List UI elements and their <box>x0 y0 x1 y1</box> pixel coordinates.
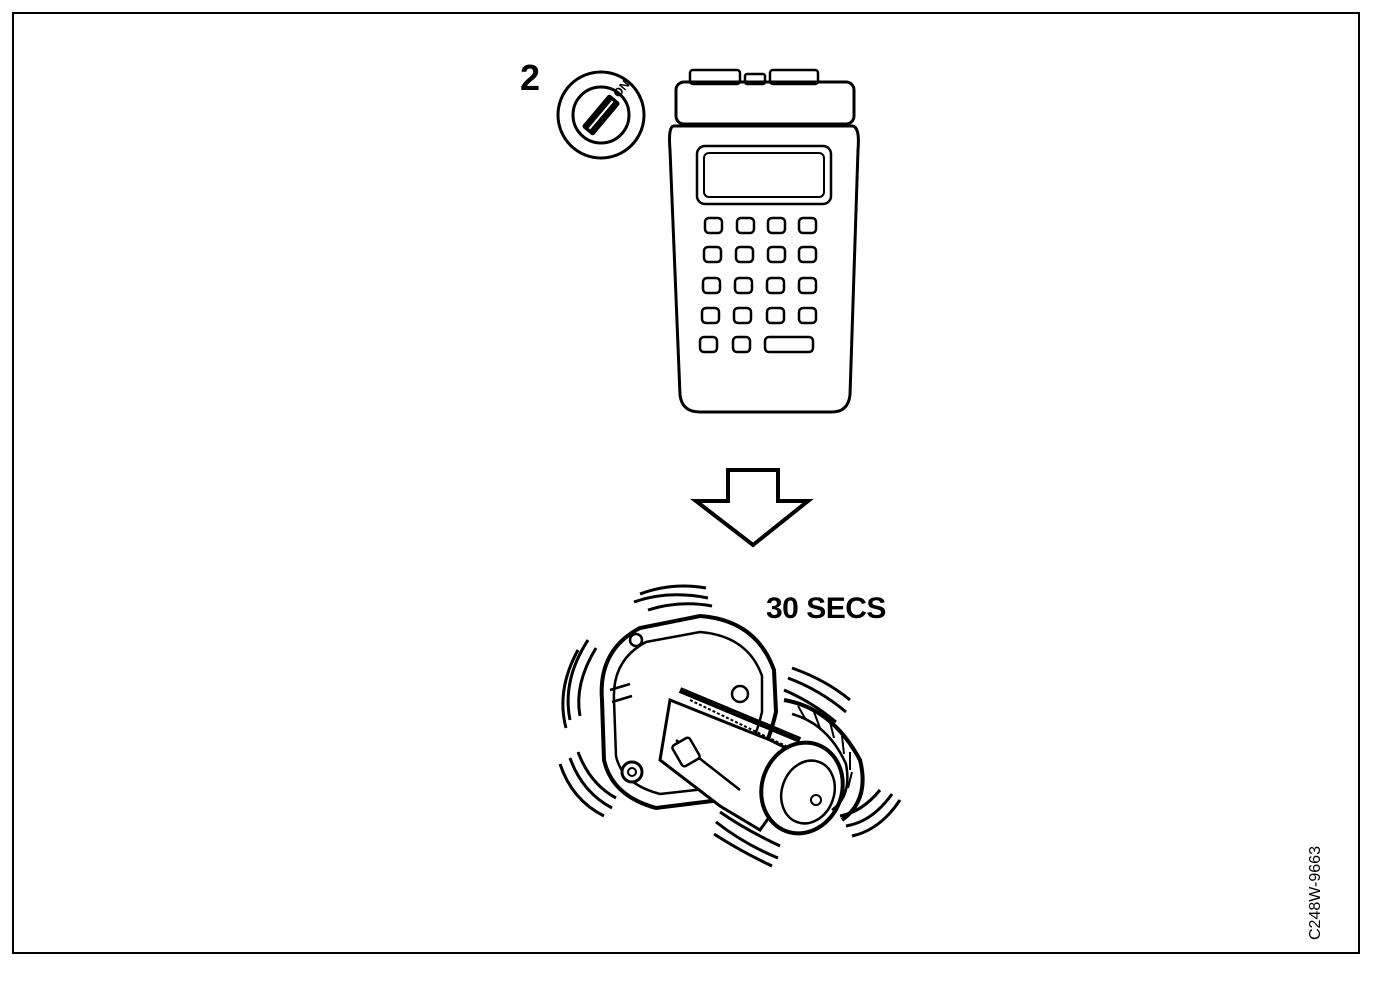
diagram-frame <box>12 12 1360 954</box>
air-pump-icon <box>558 584 902 868</box>
scan-tool-icon <box>668 68 860 414</box>
step-number: 2 <box>520 57 541 98</box>
ignition-key-icon: ON <box>556 70 646 160</box>
arrow-down-icon <box>690 468 814 548</box>
figure-code: C248W-9663 <box>1307 846 1324 940</box>
duration-label: 30 SECS <box>766 592 886 625</box>
